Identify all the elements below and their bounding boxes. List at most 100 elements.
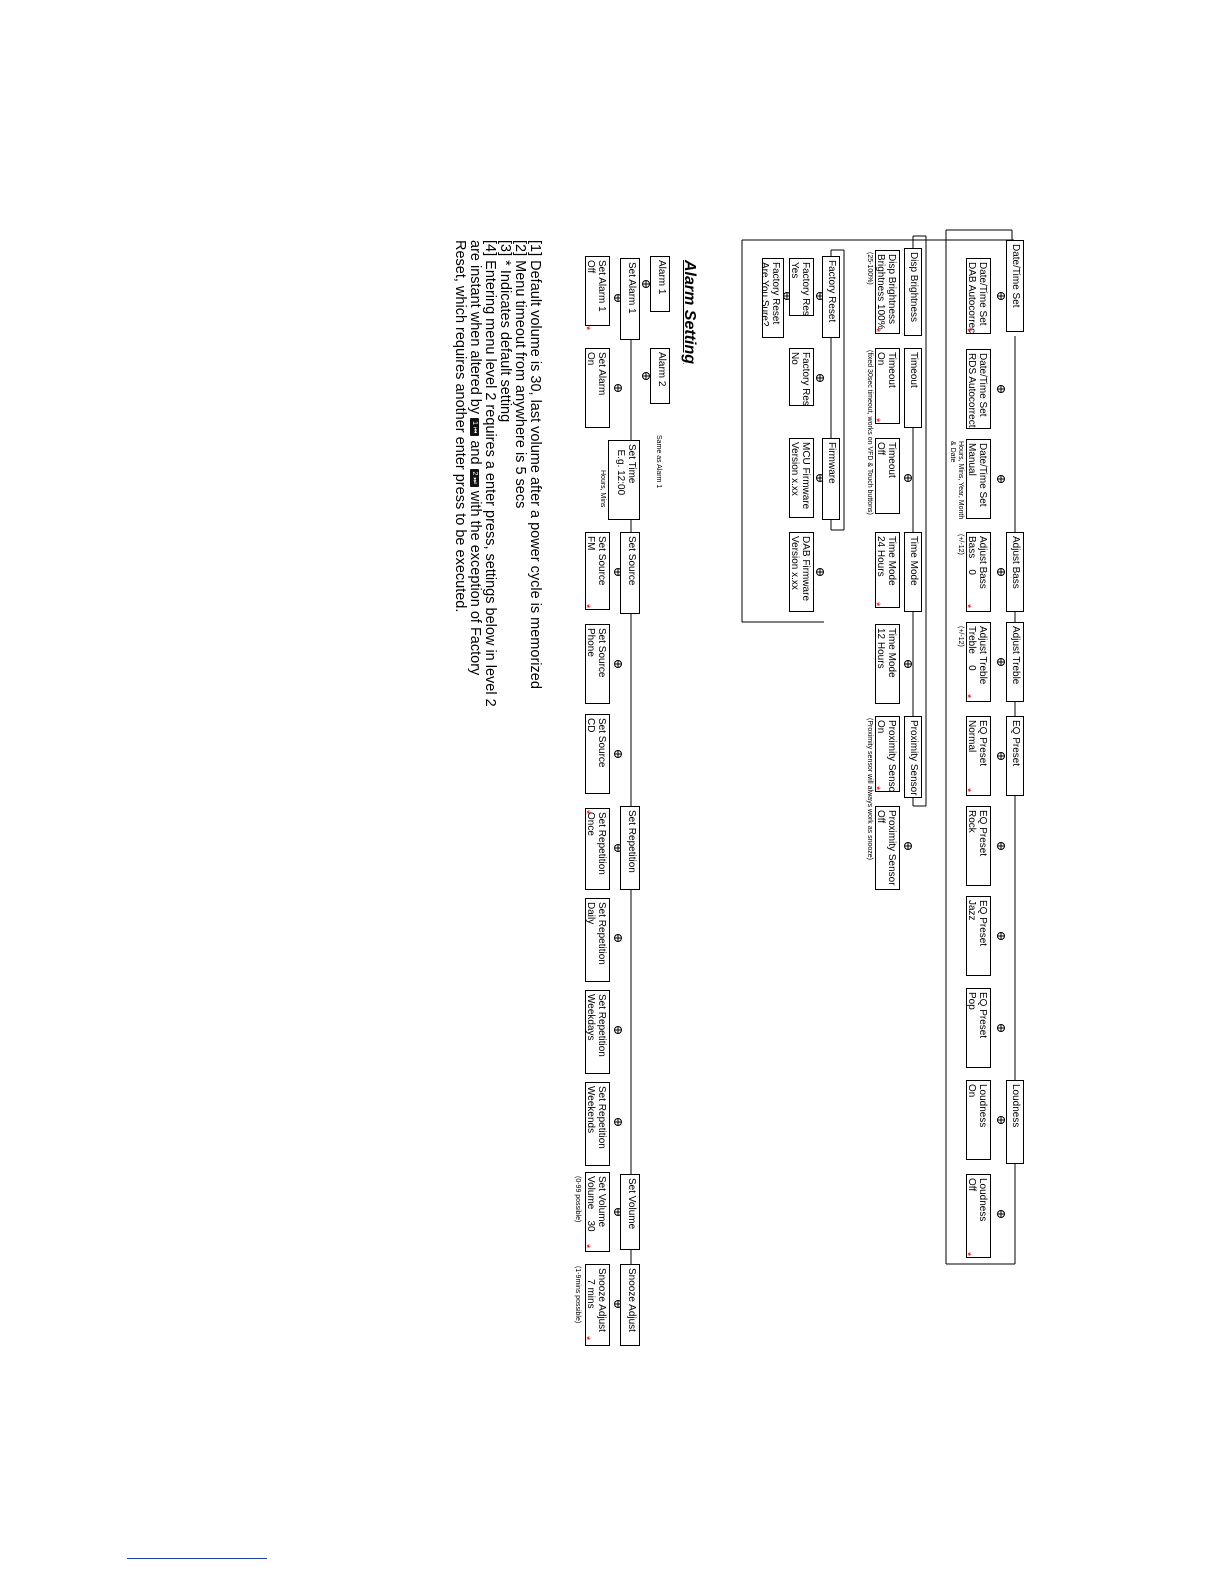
menu-datetime-label: Date/Time Set bbox=[1010, 244, 1021, 308]
footnote-1: [1] Default volume is 30, last volume af… bbox=[527, 240, 543, 689]
note-treble-text: (+/-12) bbox=[957, 626, 964, 647]
opt-eq-jazz: EQ Preset Jazz bbox=[966, 896, 991, 976]
note-brightness: (25-100%) bbox=[865, 252, 873, 285]
source-cd-label: Set Source CD bbox=[585, 718, 607, 768]
opt-timemode-12-label: Time Mode 12 Hours bbox=[875, 628, 897, 678]
footnote-4c-text: Reset, which requires another enter pres… bbox=[452, 240, 468, 613]
opt-factory-no: Factory Reset No bbox=[789, 348, 814, 406]
menu-loudness: Loudness bbox=[1006, 1080, 1024, 1164]
opt-factory-confirm-label: Factory Reset Are You Sure? bbox=[762, 262, 781, 327]
opt-proximity-on-label: Proximity Sensor On bbox=[875, 720, 897, 792]
repetition-once: Set Repetition Once bbox=[585, 808, 610, 890]
source-cd: Set Source CD bbox=[585, 714, 610, 794]
repetition-weekdays: Set Repetition Weekdays bbox=[585, 990, 610, 1074]
default-marker: * bbox=[580, 326, 592, 331]
key-2-icon: 2 ⏭ bbox=[470, 468, 480, 487]
opt-proximity-off-label: Proximity Sensor Off bbox=[875, 810, 897, 886]
set-alarm-off: Set Alarm 1 Off bbox=[585, 256, 610, 326]
opt-eq-jazz-label: EQ Preset Jazz bbox=[966, 900, 988, 947]
alarm2-label: Alarm 2 bbox=[656, 352, 667, 387]
repetition-daily-label: Set Repetition Daily bbox=[585, 902, 607, 965]
default-marker: * bbox=[580, 1336, 592, 1341]
opt-eq-pop: EQ Preset Pop bbox=[966, 988, 991, 1068]
opt-factory-confirm: Factory Reset Are You Sure? bbox=[762, 258, 784, 338]
source-phone-label: Set Source Phone bbox=[585, 628, 607, 678]
note-treble: (+/-12) bbox=[956, 626, 964, 647]
menu-proximity: Proximity Sensor bbox=[904, 716, 922, 798]
note-brightness-text: (25-100%) bbox=[866, 252, 873, 285]
opt-brightness: Disp Brightness Brightness 100% bbox=[875, 250, 900, 334]
default-marker: * bbox=[580, 810, 592, 815]
menu-datetime: Date/Time Set bbox=[1006, 240, 1024, 332]
menu-timeout-label: Timeout bbox=[908, 352, 919, 388]
alarm-title: Alarm Setting bbox=[680, 260, 698, 364]
opt-loudness-on: Loudness On bbox=[966, 1080, 991, 1160]
opt-timemode-24: Time Mode 24 Hours bbox=[875, 532, 900, 608]
set-alarm-box: Set Alarm 1 bbox=[620, 258, 640, 340]
note-same-as-alarm1-text: Same as Alarm 1 bbox=[655, 435, 662, 489]
repetition-weekends-label: Set Repetition Weekends bbox=[585, 1086, 607, 1149]
default-marker: * bbox=[580, 604, 592, 609]
opt-loudness-off-label: Loudness Off bbox=[966, 1178, 988, 1222]
menu-timemode: Time Mode bbox=[904, 532, 922, 612]
opt-eq-normal: EQ Preset Normal bbox=[966, 716, 991, 796]
menu-eq: EQ Preset bbox=[1006, 716, 1024, 796]
set-volume-label: Set Volume bbox=[626, 1178, 637, 1230]
snooze-box: Snooze Adjust bbox=[620, 1264, 640, 1346]
opt-datetime-manual-label: Date/Time Set Manual bbox=[966, 443, 988, 507]
opt-datetime-manual: Date/Time Set Manual bbox=[966, 439, 991, 519]
menu-bass: Adjust Bass bbox=[1006, 532, 1024, 612]
set-repetition-box: Set Repetition bbox=[620, 806, 640, 890]
footnote-3-text: [3] * Indicates default setting bbox=[497, 240, 513, 423]
menu-timemode-label: Time Mode bbox=[908, 536, 919, 586]
footnote-2: [2] Menu timeout from anywhere is 5 secs bbox=[512, 240, 528, 508]
note-datetime-manual: Hours, Mins, Year, Month & Date bbox=[948, 441, 964, 519]
footnote-3: [3] * Indicates default setting bbox=[497, 240, 513, 422]
opt-bass-label: Adjust Bass Bass 0 bbox=[966, 536, 988, 589]
menu-firmware-label: Firmware bbox=[826, 442, 837, 484]
set-alarm-on-label: Set Alarm On bbox=[585, 352, 607, 396]
alarm-title-text: Alarm Setting bbox=[681, 260, 698, 365]
alarm1-label: Alarm 1 bbox=[656, 260, 667, 295]
note-volume-text: (0-99 possible) bbox=[574, 1176, 581, 1223]
opt-factory-no-label: Factory Reset No bbox=[789, 352, 811, 406]
volume-opt: Set Volume Volume 30 bbox=[585, 1172, 610, 1252]
footnote-4b-pre: are instant when altered by bbox=[467, 240, 483, 415]
menu-eq-label: EQ Preset bbox=[1010, 720, 1021, 767]
opt-eq-pop-label: EQ Preset Pop bbox=[966, 992, 988, 1039]
opt-proximity-on: Proximity Sensor On bbox=[875, 716, 900, 792]
bottom-link-rule bbox=[127, 1558, 267, 1559]
opt-treble: Adjust Treble Treble 0 bbox=[966, 622, 991, 702]
opt-datetime-dab-label: Date/Time Set DAB Autocorrect bbox=[966, 262, 988, 334]
footnote-4b-mid: and bbox=[467, 440, 483, 465]
default-marker: * bbox=[870, 328, 882, 333]
set-alarm-label: Set Alarm 1 bbox=[626, 262, 637, 314]
opt-datetime-dab: Date/Time Set DAB Autocorrect bbox=[966, 258, 991, 334]
set-repetition-label: Set Repetition bbox=[626, 810, 637, 873]
opt-timeout-on: Timeout On bbox=[875, 348, 900, 424]
note-bass-text: (+/-12) bbox=[957, 534, 964, 555]
set-alarm-off-label: Set Alarm 1 Off bbox=[585, 260, 607, 312]
set-time-box: Set Time E.g. 12:00 bbox=[608, 440, 640, 520]
alarm1-box: Alarm 1 bbox=[650, 256, 670, 312]
menu-firmware: Firmware bbox=[822, 438, 840, 520]
opt-mcu-firmware: MCU Firmware Version x.xx bbox=[789, 438, 814, 518]
note-set-time-text: Hours, Mins bbox=[599, 470, 606, 508]
repetition-daily: Set Repetition Daily bbox=[585, 898, 610, 982]
footnote-2-text: [2] Menu timeout from anywhere is 5 secs bbox=[512, 240, 528, 509]
set-volume-box: Set Volume bbox=[620, 1174, 640, 1250]
menu-proximity-label: Proximity Sensor bbox=[908, 720, 919, 796]
menu-loudness-label: Loudness bbox=[1010, 1084, 1021, 1128]
default-marker: * bbox=[580, 1244, 592, 1249]
repetition-once-label: Set Repetition Once bbox=[585, 812, 607, 875]
default-marker: * bbox=[961, 1252, 973, 1257]
opt-mcu-firmware-label: MCU Firmware Version x.xx bbox=[789, 442, 811, 510]
snooze-opt-label: Snooze Adjust 7 mins bbox=[585, 1268, 607, 1332]
menu-brightness-label: Disp Brightness bbox=[908, 252, 919, 323]
menu-timeout: Timeout bbox=[904, 348, 922, 428]
footnote-4a: [4] Entering menu level 2 requires a ent… bbox=[482, 240, 498, 707]
opt-eq-rock-label: EQ Preset Rock bbox=[966, 810, 988, 857]
menu-factory: Factory Reset bbox=[822, 256, 840, 338]
